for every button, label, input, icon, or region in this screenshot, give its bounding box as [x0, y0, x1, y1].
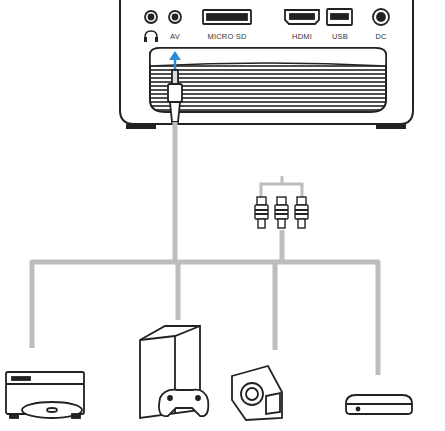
- camcorder-icon: [232, 366, 282, 420]
- port-label: MICRO SD: [207, 32, 246, 41]
- rca-connectors: [255, 176, 308, 228]
- port-label: USB: [332, 32, 348, 41]
- port-label: DC: [375, 32, 386, 41]
- set-top-box-icon: [346, 395, 412, 414]
- dvd-player-icon: [6, 372, 84, 418]
- port-row: [145, 9, 389, 25]
- projector-body: [120, 0, 413, 129]
- av-plug: [168, 70, 182, 122]
- game-console-icon: [140, 326, 208, 418]
- cable: [32, 122, 378, 375]
- port-label: AV: [170, 32, 180, 41]
- port-label: HDMI: [292, 32, 312, 41]
- headphone-icon: [145, 31, 157, 41]
